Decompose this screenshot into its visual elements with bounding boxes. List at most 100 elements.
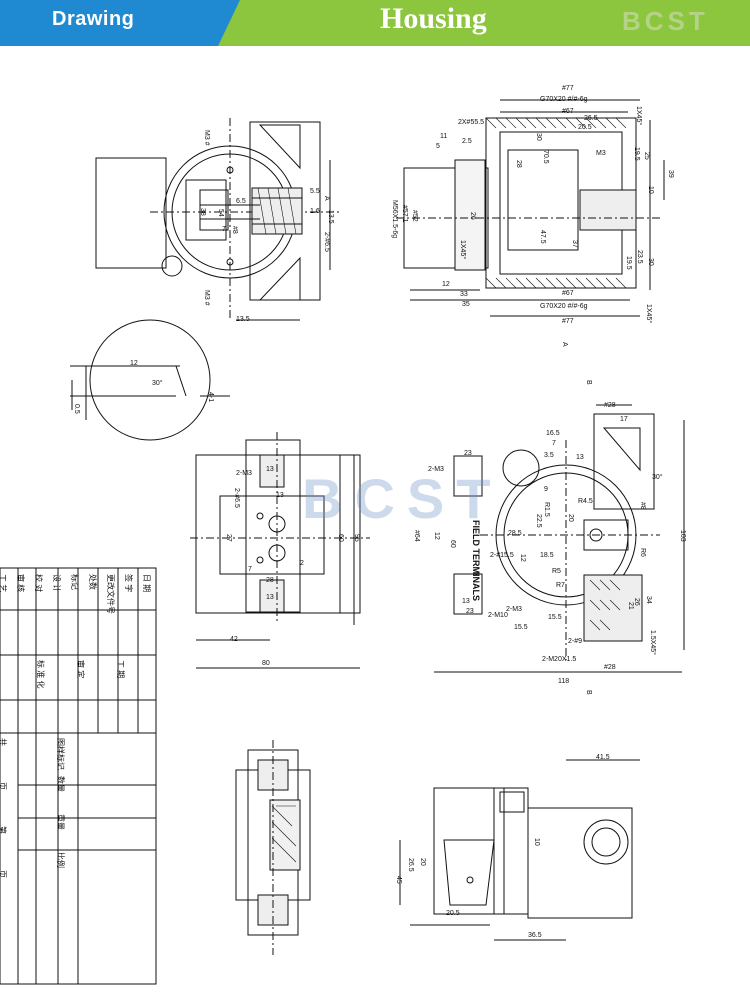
dimension-label: 12 — [130, 360, 138, 367]
dimension-label: M3 # — [203, 130, 210, 146]
dimension-label: 0.5 — [73, 404, 80, 414]
title-block-cell: 图样标记 — [56, 738, 65, 770]
dimension-label: 16.5 — [546, 430, 560, 437]
banner-background — [0, 0, 750, 46]
dimension-label: 26.5 — [407, 858, 414, 872]
dimension-label: 5.5 — [310, 188, 320, 195]
dimension-label: #67 — [562, 108, 574, 115]
dimension-label: 17 — [620, 416, 628, 423]
dimension-label: 9 — [544, 486, 548, 493]
title-block — [0, 567, 157, 985]
dimension-label: 25 — [643, 152, 650, 160]
dimension-label: R1.5 — [543, 502, 550, 517]
dimension-label: 36.5 — [528, 932, 542, 939]
dimension-label: #28 — [604, 664, 616, 671]
dimension-label: 1X45° — [459, 240, 466, 260]
title-block-cell: 页 — [0, 782, 7, 790]
dimension-label: 80 — [262, 660, 270, 667]
dimension-label: 1.6 — [310, 208, 320, 215]
dimension-label: 2-M3 — [428, 466, 444, 473]
dimension-label: 118 — [558, 678, 570, 685]
dimension-label: 3.5 — [544, 452, 554, 459]
dimension-label: 5 — [436, 143, 440, 150]
dimension-label: 2-#9 — [568, 638, 583, 645]
dimension-label: 19.5 — [625, 256, 632, 270]
dimension-label: 2-M3 — [236, 470, 252, 477]
title-block-cell: 审 核 — [16, 574, 25, 593]
dimension-label: 28.5 — [508, 530, 522, 537]
dimension-label: M3 # — [203, 290, 210, 306]
dimension-label: 95 — [353, 534, 360, 542]
dimension-label: M56X1.5-6g — [391, 200, 398, 239]
dimension-label: #28 — [604, 402, 616, 409]
detail-circle-view — [70, 319, 230, 441]
dimension-label: 2X#55.5 — [458, 119, 485, 126]
page-title: Housing — [380, 2, 487, 35]
dimension-label: 13.5 — [236, 316, 250, 323]
dimension-label: 1X45° — [635, 106, 642, 126]
dimension-label: 41.5 — [596, 754, 610, 761]
dimension-label: R5 — [552, 568, 561, 575]
dimension-label: 6.5 — [236, 198, 246, 205]
dimension-label: 2-#6.5 — [323, 232, 330, 252]
dimension-label: 13 — [266, 594, 274, 601]
section-b-label: B — [585, 690, 592, 695]
dimension-label: M3 — [596, 150, 606, 157]
dimension-label: #52 — [411, 210, 418, 222]
title-block-cell: 共 — [0, 738, 7, 746]
dimension-label: #77 — [562, 85, 574, 92]
section-a-label: A — [561, 342, 568, 347]
drawing-tab[interactable]: Drawing — [52, 8, 135, 30]
dimension-label: 1X45° — [645, 304, 652, 324]
dimension-label: 20.5 — [446, 910, 460, 917]
top-right-section-view — [396, 99, 665, 317]
dimension-label: 26.5 — [584, 115, 598, 122]
title-block-cell: 标 准 化 — [36, 660, 45, 689]
title-block-cell: 数量 — [56, 776, 65, 792]
dimension-label: 70.5 — [542, 150, 549, 164]
title-block-cell: 标记 — [70, 574, 79, 590]
dimension-label: 47.5 — [539, 230, 546, 244]
title-block-cell: 设 计 — [52, 574, 61, 593]
technical-drawing — [0, 99, 685, 985]
header-banner: Drawing Housing BCST — [0, 0, 750, 46]
dimension-label: 33 — [460, 291, 468, 298]
dimension-label: 12 — [433, 532, 440, 540]
dimension-label: 13 — [276, 492, 284, 499]
dimension-label: 42 — [230, 636, 238, 643]
title-block-cell: 第 — [0, 826, 7, 834]
title-block-cell: 比例 — [56, 852, 65, 868]
dimension-label: 28 — [266, 577, 274, 584]
dimension-label: #8 — [231, 226, 238, 234]
dimension-label: G70X20 #/#-6g — [540, 96, 588, 103]
dimension-label: 10 — [647, 186, 654, 194]
dimension-label: 15.5 — [514, 624, 528, 631]
dimension-label: 7 — [248, 566, 252, 573]
dimension-label: 11 — [440, 133, 448, 140]
dimension-label: 13 — [576, 454, 584, 461]
middle-right-view — [434, 404, 685, 673]
dimension-label: #8 — [639, 502, 646, 510]
dimension-label: 22.5 — [535, 514, 542, 528]
dimension-label: 7 — [222, 226, 226, 233]
dimension-label: 2-#15.5 — [490, 552, 514, 559]
section-a-label: A — [323, 196, 330, 201]
title-block-cell: 页 — [0, 870, 7, 878]
dimension-label: 18.5 — [540, 552, 554, 559]
dimension-label: 13.5 — [327, 210, 334, 224]
watermark: BCST — [302, 467, 503, 530]
dimension-label: 10 — [533, 838, 540, 846]
title-block-cell: 工 期 — [116, 660, 125, 679]
dimension-label: 19.5 — [633, 147, 640, 161]
dimension-label: 38 — [199, 208, 206, 216]
middle-left-view — [190, 432, 370, 669]
bottom-right-view — [399, 759, 640, 941]
title-block-cell: 日 期 — [142, 574, 151, 593]
title-block-cell: 更改文件号 — [106, 574, 115, 614]
section-b-label: B — [585, 380, 592, 385]
field-terminals-label: FIELD TERMINALS — [471, 520, 481, 601]
dimension-label: 2-M10 — [488, 612, 508, 619]
dimension-label: #64 — [413, 530, 420, 542]
title-block-cell: 签 字 — [124, 574, 133, 593]
dimension-label: 20.5 — [578, 124, 592, 131]
